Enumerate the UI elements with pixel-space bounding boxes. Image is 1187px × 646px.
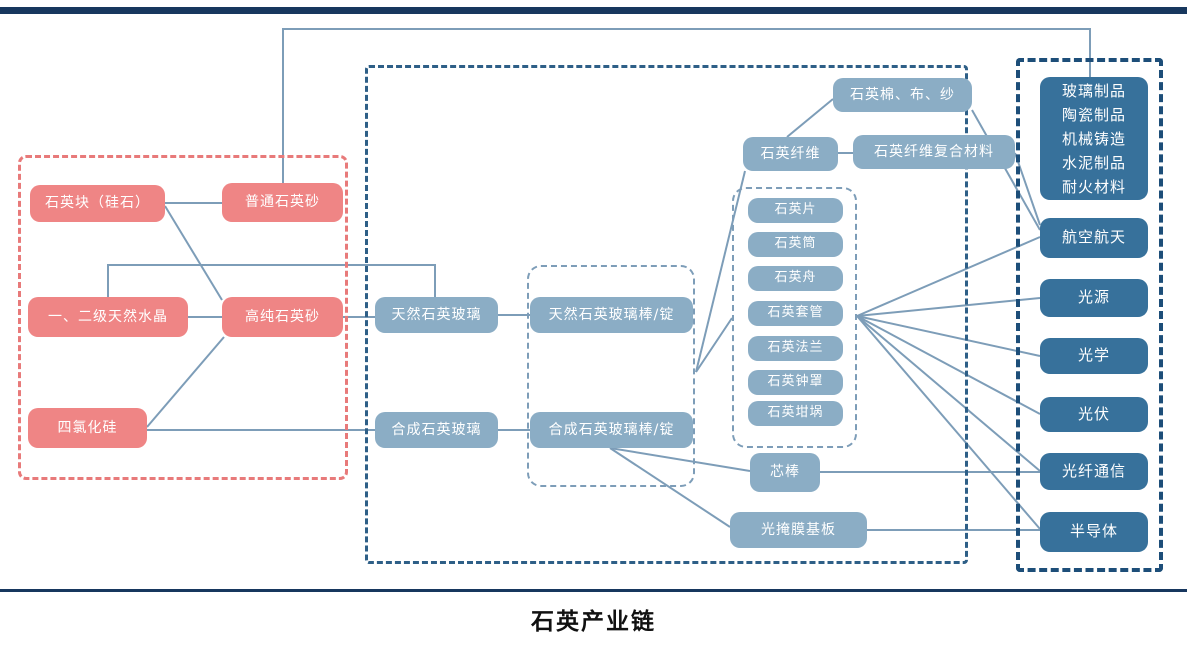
node-quartz-bell-jar: 石英钟罩 <box>748 370 843 395</box>
node-silicon-tetrachloride: 四氯化硅 <box>28 408 147 448</box>
edge-products-to-semiconductor <box>856 315 1041 530</box>
node-aerospace: 航空航天 <box>1040 218 1148 258</box>
applications-group-box <box>1016 58 1163 572</box>
industrial-line-casting: 机械铸造 <box>1061 129 1126 148</box>
node-photomask-substrate: 光掩膜基板 <box>730 512 867 548</box>
node-ordinary-quartz-sand: 普通石英砂 <box>222 183 343 222</box>
edge-ordinary-sand-to-industrial <box>282 28 1091 183</box>
edge-rod-group-to-products-group <box>695 317 733 373</box>
edge-synthetic-rod-to-photomask <box>609 447 731 528</box>
industrial-line-refractory: 耐火材料 <box>1061 177 1126 196</box>
edge-natural-crystal-to-natural-glass <box>107 264 436 297</box>
node-fiber-communication: 光纤通信 <box>1040 453 1148 490</box>
edge-rod-group-to-quartz-fiber <box>695 170 746 373</box>
node-quartz-tube: 石英筒 <box>748 232 843 257</box>
node-quartz-sleeve: 石英套管 <box>748 301 843 326</box>
node-optics: 光学 <box>1040 338 1148 374</box>
industrial-line-ceramic: 陶瓷制品 <box>1061 105 1126 124</box>
bottom-border-rule <box>0 589 1187 592</box>
edge-products-to-aerospace <box>856 236 1041 317</box>
node-quartz-plate: 石英片 <box>748 198 843 223</box>
rod-ingot-group-box <box>527 265 695 487</box>
node-quartz-fiber: 石英纤维 <box>743 137 838 171</box>
edge-products-to-fiber-communication <box>856 315 1041 472</box>
node-fiber-composite: 石英纤维复合材料 <box>853 135 1015 169</box>
midstream-group-box <box>365 65 968 564</box>
node-light-source: 光源 <box>1040 279 1148 317</box>
node-natural-quartz-glass: 天然石英玻璃 <box>375 297 498 333</box>
top-border-bar <box>0 7 1187 14</box>
edge-synthetic-rod-to-core-rod <box>609 447 751 472</box>
node-natural-crystal: 一、二级天然水晶 <box>28 297 188 337</box>
edge-quartz-fiber-to-wool <box>786 98 834 138</box>
node-synthetic-rod-ingot: 合成石英玻璃棒/锭 <box>530 412 693 448</box>
edge-quartz-block-to-high-purity-sand <box>164 205 223 301</box>
node-quartz-flange: 石英法兰 <box>748 336 843 361</box>
node-high-purity-quartz-sand: 高纯石英砂 <box>222 297 343 337</box>
node-quartz-wool-cloth-yarn: 石英棉、布、纱 <box>833 78 972 112</box>
node-photovoltaics: 光伏 <box>1040 397 1148 432</box>
node-quartz-block: 石英块（硅石） <box>30 185 165 222</box>
node-synthetic-quartz-glass: 合成石英玻璃 <box>375 412 498 448</box>
industrial-line-cement: 水泥制品 <box>1061 153 1126 172</box>
node-core-rod: 芯棒 <box>750 453 820 492</box>
node-industrial-applications: 玻璃制品 陶瓷制品 机械铸造 水泥制品 耐火材料 <box>1040 77 1148 200</box>
edge-silicon-tetrachloride-to-high-purity-sand <box>146 336 225 428</box>
node-quartz-crucible: 石英坩埚 <box>748 401 843 426</box>
edge-products-to-light-source <box>856 297 1041 317</box>
node-quartz-boat: 石英舟 <box>748 266 843 291</box>
edge-products-to-photovoltaics <box>856 315 1041 415</box>
industrial-line-glass: 玻璃制品 <box>1061 81 1126 100</box>
edge-products-to-optics <box>856 315 1041 357</box>
raw-materials-group-box <box>18 155 348 480</box>
node-natural-rod-ingot: 天然石英玻璃棒/锭 <box>530 297 693 333</box>
diagram-title: 石英产业链 <box>531 609 656 635</box>
quartz-products-group-box <box>732 187 857 448</box>
edge-wool-to-aerospace <box>971 109 1041 231</box>
node-semiconductor: 半导体 <box>1040 512 1148 552</box>
